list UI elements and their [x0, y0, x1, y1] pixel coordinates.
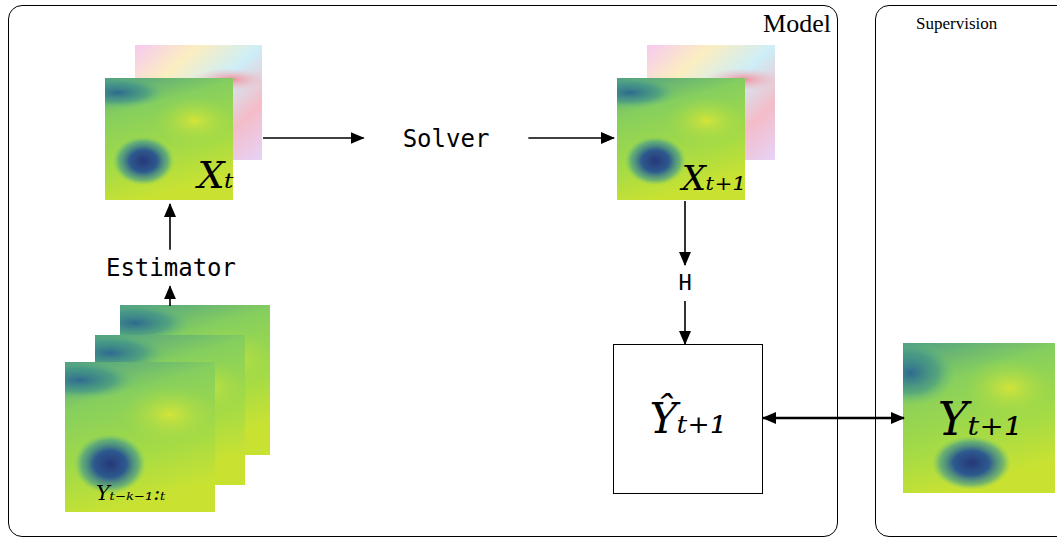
node-text: H — [678, 271, 691, 295]
flow-arrow — [169, 204, 171, 250]
state-tile: Xₜ — [106, 46, 263, 201]
node-text: Supervision — [916, 15, 997, 34]
node-text: Xₜ₊₁ — [682, 160, 746, 197]
state-tile: Xₜ₊₁ — [618, 46, 776, 201]
node-text: Solver — [403, 126, 490, 152]
flow-arrow — [263, 137, 364, 139]
node-text: Model — [763, 10, 831, 39]
node-text: Estimator — [106, 255, 236, 281]
node-text: Ŷₜ₊₁ — [649, 396, 726, 442]
flow-arrow — [763, 417, 904, 420]
field-tile — [617, 78, 745, 200]
observation-stack: Yₜ₋ₖ₋₁:ₜ — [66, 306, 271, 513]
node-text: Yₜ₋ₖ₋₁:ₜ — [96, 482, 166, 505]
node-text: Xₜ — [198, 155, 234, 197]
prediction-box: Ŷₜ₊₁ — [613, 344, 763, 494]
estimator-label: Estimator — [101, 253, 241, 283]
solver-label: Solver — [398, 124, 495, 154]
field-tile — [903, 343, 1055, 493]
flow-arrow — [169, 286, 171, 306]
field-tile — [65, 362, 215, 512]
target-tile: Yₜ₊₁ — [904, 344, 1056, 494]
flow-arrow — [684, 201, 686, 265]
flow-arrow — [684, 301, 686, 344]
model-panel: ModelYₜ₋ₖ₋₁:ₜ Estimator Xₜ SolverXₜ₊₁ H Ŷₜ₊₁ — [8, 5, 838, 537]
supervision-panel: SupervisionYₜ₊₁ — [875, 5, 1057, 537]
node-text: Yₜ₊₁ — [938, 394, 1022, 445]
flow-arrow — [528, 137, 614, 139]
field-tile — [105, 78, 233, 200]
operator-label: H — [673, 269, 696, 297]
